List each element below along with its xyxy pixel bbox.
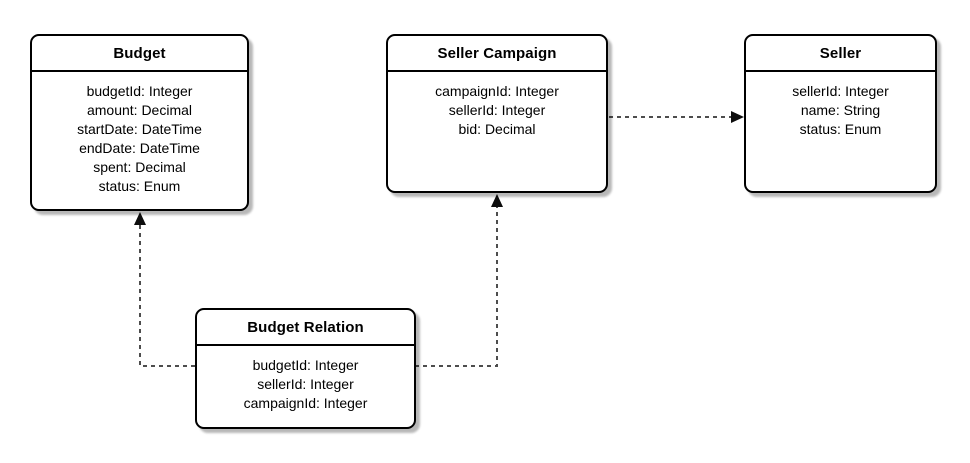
arrowhead-icon — [731, 111, 744, 123]
entity-title: Budget Relation — [197, 310, 414, 346]
entity-field-list: sellerId: Integer name: String status: E… — [746, 72, 935, 139]
connector-budget-relation-to-seller-campaign[interactable] — [415, 207, 498, 367]
entity-field: endDate: DateTime — [79, 140, 200, 156]
entity-budget-relation[interactable]: Budget Relation budgetId: Integer seller… — [195, 308, 416, 429]
entity-field: budgetId: Integer — [86, 83, 193, 99]
entity-field: startDate: DateTime — [77, 121, 202, 137]
entity-field: name: String — [800, 102, 881, 118]
entity-title: Seller — [746, 36, 935, 72]
entity-field-list: campaignId: Integer sellerId: Integer bi… — [388, 72, 606, 139]
entity-field: status: Enum — [799, 121, 882, 137]
entity-budget[interactable]: Budget budgetId: Integer amount: Decimal… — [30, 34, 249, 211]
entity-seller[interactable]: Seller sellerId: Integer name: String st… — [744, 34, 937, 193]
entity-field: status: Enum — [98, 178, 181, 194]
entity-field: budgetId: Integer — [252, 357, 359, 373]
entity-title: Budget — [32, 36, 247, 72]
entity-field: campaignId: Integer — [435, 83, 559, 99]
entity-field: bid: Decimal — [458, 121, 536, 137]
entity-field-list: budgetId: Integer sellerId: Integer camp… — [197, 346, 414, 413]
entity-field: sellerId: Integer — [792, 83, 889, 99]
entity-field: campaignId: Integer — [243, 395, 368, 411]
entity-field: amount: Decimal — [86, 102, 193, 118]
arrowhead-icon — [134, 212, 146, 225]
entity-seller-campaign[interactable]: Seller Campaign campaignId: Integer sell… — [386, 34, 608, 193]
entity-field: sellerId: Integer — [448, 102, 546, 118]
entity-field-list: budgetId: Integer amount: Decimal startD… — [32, 72, 247, 196]
entity-field: sellerId: Integer — [257, 376, 354, 392]
entity-field: spent: Decimal — [93, 159, 186, 175]
connector-budget-relation-to-budget[interactable] — [139, 225, 195, 367]
entity-title: Seller Campaign — [388, 36, 606, 72]
arrowhead-icon — [491, 194, 503, 207]
